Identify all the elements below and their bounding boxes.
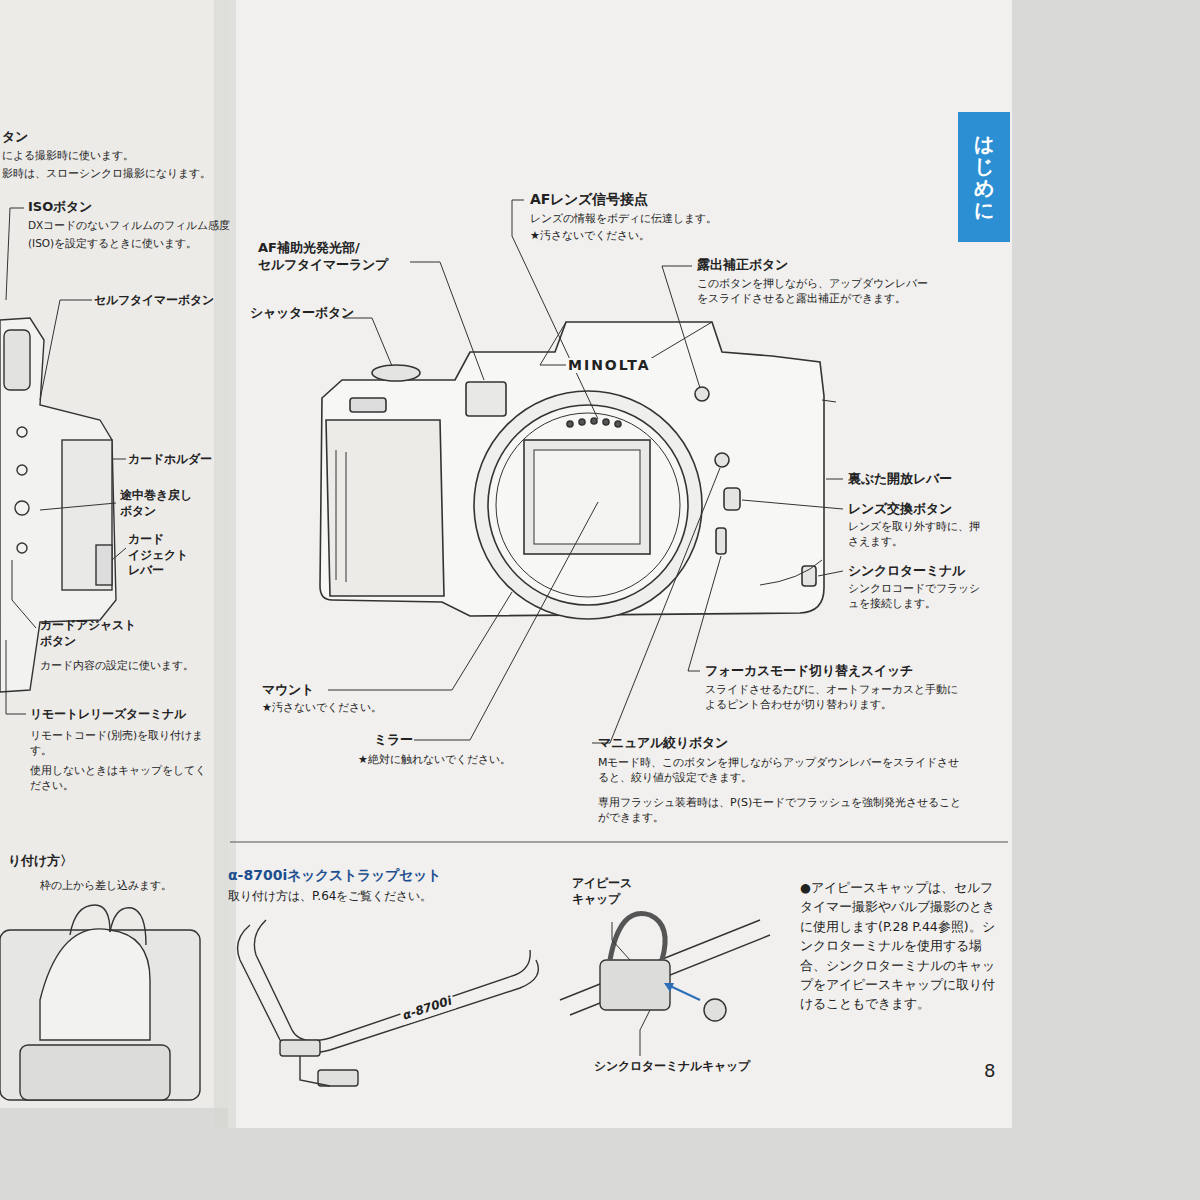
description: 枠の上から差し込みます。 <box>40 878 172 893</box>
description: レンズの情報をボディに伝達します。 <box>530 211 717 226</box>
left-page <box>0 0 228 1108</box>
description: レンズを取り外す時に、押さえます。 <box>848 519 983 550</box>
part-name: ISOボタン <box>28 198 92 216</box>
description: シンクロコードでフラッシュを接続します。 <box>848 581 983 612</box>
part-name: ミラー <box>374 731 413 749</box>
note: ★絶対に触れないでください。 <box>358 752 511 767</box>
part-name: フォーカスモード切り替えスイッチ <box>705 662 913 680</box>
description: 使用しないときはキャップをしてください。 <box>30 763 215 792</box>
part-name: タン <box>2 128 28 146</box>
part-name: マウント <box>262 681 314 699</box>
part-name: レンズ交換ボタン <box>848 500 952 518</box>
section-heading: り付け方〉 <box>8 852 73 870</box>
part-name: カードアジャスト ボタン <box>40 618 170 649</box>
section-heading: α-8700iネックストラップセット <box>228 866 441 886</box>
note: ●アイピースキャップは、セルフタイマー撮影やバルブ撮影のときに使用します(P.2… <box>800 878 1000 1014</box>
part-name: セルフタイマーボタン <box>94 292 214 309</box>
strap-drawing <box>238 920 539 1086</box>
description: カード内容の設定に使います。 <box>40 658 200 673</box>
camera-drawing <box>320 322 836 619</box>
description: Mモード時、このボタンを押しながらアップダウンレバーをスライドさせると、絞り値が… <box>598 755 968 786</box>
part-name: シンクロターミナル <box>848 562 965 580</box>
part-name: カードホルダー <box>128 451 212 468</box>
description: リモートコード(別売)を取り付けます。 <box>30 728 215 757</box>
description: DXコードのないフィルムのフィルム感度 <box>28 218 230 233</box>
part-name: アイピース キャップ <box>572 876 652 907</box>
brand-logo: MINOLTA <box>566 358 653 373</box>
hand-drawing <box>0 905 200 1100</box>
page-number: 8 <box>984 1058 995 1083</box>
separator <box>230 842 1008 843</box>
part-name: 裏ぶた開放レバー <box>848 470 952 488</box>
part-name: AF補助光発光部/ セルフタイマーランプ <box>258 240 408 274</box>
note: ★汚さないでください。 <box>530 228 650 243</box>
part-name: カード イジェクト レバー <box>128 532 208 579</box>
description: このボタンを押しながら、アップダウンレバーをスライドさせると露出補正ができます。 <box>697 276 932 307</box>
part-name: シャッターボタン <box>250 304 354 322</box>
section-tab: はじめに <box>958 112 1010 242</box>
part-name: 途中巻き戻し ボタン <box>120 488 210 519</box>
part-name: AFレンズ信号接点 <box>530 190 648 210</box>
description: 影時は、スローシンクロ撮影になります。 <box>2 166 211 181</box>
part-name: シンクロターミナルキャップ <box>594 1058 750 1075</box>
eyepiece-leaders <box>612 922 650 1056</box>
part-name: 露出補正ボタン <box>697 256 788 274</box>
description: (ISO)を設定するときに使います。 <box>28 236 197 251</box>
part-name: マニュアル絞りボタン <box>598 734 728 752</box>
description: スライドさせるたびに、オートフォーカスと手動によるピント合わせが切り替わります。 <box>705 682 965 713</box>
tab-text: はじめに <box>974 133 994 221</box>
description: 専用フラッシュ装着時は、P(S)モードでフラッシュを強制発光させることができます… <box>598 795 968 826</box>
note: ★汚さないでください。 <box>262 700 382 715</box>
eyepiece-cap-drawing <box>560 913 770 1021</box>
description: 取り付け方は、P.64をご覧ください。 <box>228 888 432 905</box>
description: による撮影時に使います。 <box>2 148 134 163</box>
gutter-shadow <box>214 0 236 1128</box>
right-page <box>228 0 1012 1128</box>
part-name: リモートレリーズターミナル <box>30 706 186 723</box>
